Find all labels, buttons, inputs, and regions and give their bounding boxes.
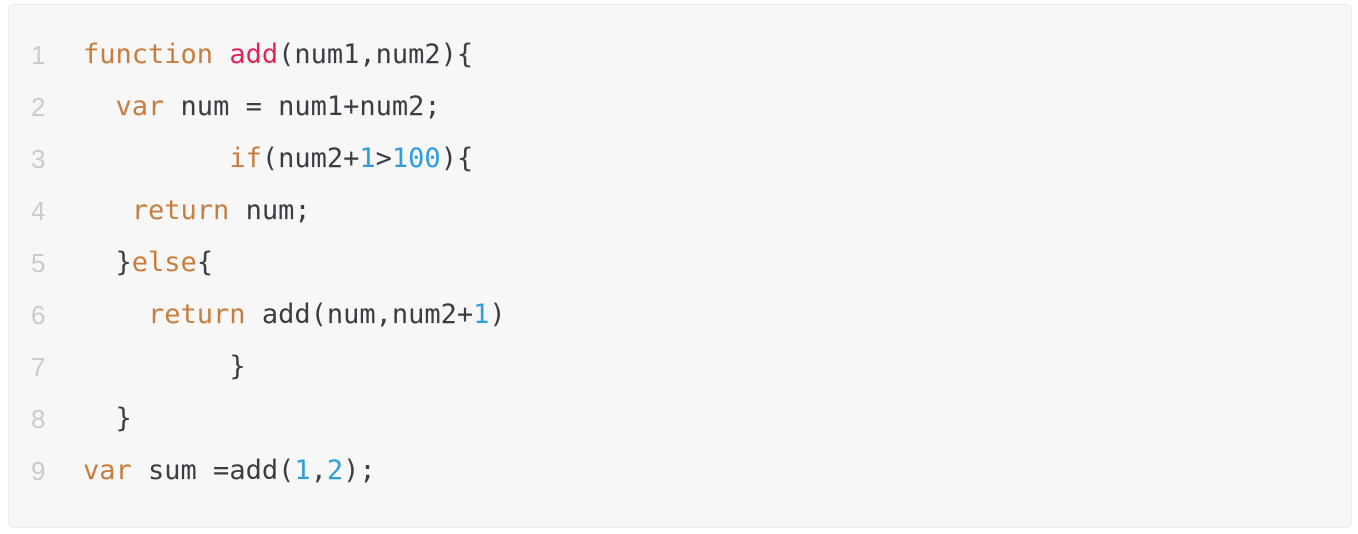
code-token-keyword: function bbox=[83, 39, 214, 70]
line-number: 3 bbox=[31, 144, 46, 174]
line-number: 1 bbox=[31, 40, 46, 70]
code-token-plain: } bbox=[115, 403, 132, 434]
code-line: 9 var sum =add(1,2); bbox=[9, 445, 1351, 497]
code-text: return num; bbox=[83, 185, 311, 237]
code-token-plain: } bbox=[229, 351, 246, 382]
code-token-keyword: if bbox=[229, 143, 262, 174]
code-token-keyword: return bbox=[148, 299, 246, 330]
code-line: 8 } bbox=[9, 393, 1351, 445]
code-token-plain: ){ bbox=[440, 143, 474, 174]
code-text: return add(num,num2+1) bbox=[83, 289, 506, 341]
code-token-plain: ) bbox=[489, 299, 506, 330]
code-text: } bbox=[83, 341, 246, 393]
code-line: 3 if(num2+1>100){ bbox=[9, 133, 1351, 185]
code-line: 4 return num; bbox=[9, 185, 1351, 237]
code-token-plain: num = num1+num2; bbox=[164, 91, 441, 122]
line-number: 8 bbox=[31, 404, 46, 434]
line-number: 2 bbox=[31, 92, 46, 122]
code-token-keyword: var bbox=[83, 455, 132, 486]
code-token-keyword: return bbox=[131, 195, 230, 226]
code-token-plain: ); bbox=[343, 455, 376, 486]
code-text: function add(num1,num2){ bbox=[83, 29, 473, 81]
code-token-number: 1 bbox=[359, 143, 376, 174]
code-line: 5 }else{ bbox=[9, 237, 1351, 289]
code-token-number: 100 bbox=[391, 143, 441, 174]
code-text: if(num2+1>100){ bbox=[83, 133, 473, 185]
code-text: var sum =add(1,2); bbox=[83, 445, 376, 497]
line-number: 9 bbox=[31, 456, 46, 486]
code-text: }else{ bbox=[83, 237, 214, 289]
line-number: 6 bbox=[31, 300, 46, 330]
code-token-plain: sum =add( bbox=[131, 455, 295, 486]
code-token-plain: (num2+ bbox=[261, 143, 360, 174]
code-line: 1 function add(num1,num2){ bbox=[9, 29, 1351, 81]
line-number: 5 bbox=[31, 248, 46, 278]
code-token-number: 1 bbox=[473, 299, 490, 330]
code-token-number: 2 bbox=[326, 455, 344, 486]
line-number: 7 bbox=[31, 352, 46, 382]
code-token-plain: add(num,num2+ bbox=[245, 299, 474, 330]
code-line: 7 } bbox=[9, 341, 1351, 393]
code-line: 6 return add(num,num2+1) bbox=[9, 289, 1351, 341]
code-token-plain bbox=[213, 39, 229, 70]
code-text: } bbox=[83, 393, 132, 445]
code-token-plain: } bbox=[115, 247, 132, 278]
line-number: 4 bbox=[31, 196, 46, 226]
code-text: var num = num1+num2; bbox=[83, 81, 441, 133]
code-token-plain: { bbox=[196, 247, 214, 278]
code-token-plain: num; bbox=[229, 195, 311, 226]
code-token-keyword: else bbox=[131, 247, 197, 278]
code-token-plain: > bbox=[375, 143, 392, 174]
code-token-function: add bbox=[229, 39, 279, 70]
code-token-plain: (num1,num2){ bbox=[278, 39, 474, 70]
code-line: 2 var num = num1+num2; bbox=[9, 81, 1351, 133]
code-token-keyword: var bbox=[115, 91, 165, 122]
code-token-number: 1 bbox=[294, 455, 311, 486]
code-token-plain: , bbox=[310, 455, 327, 486]
